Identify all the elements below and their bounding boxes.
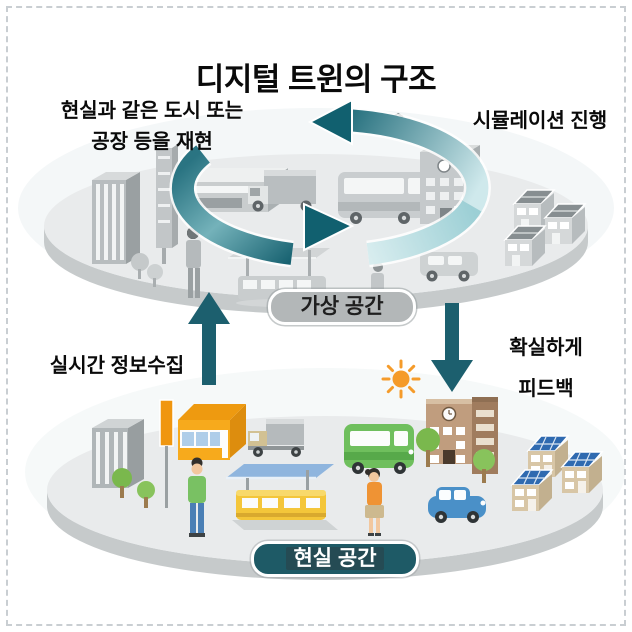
- solar-houses-icon: [510, 435, 604, 511]
- annotation-feedback-line2: 피드백: [518, 378, 574, 400]
- gray-van-icon: [420, 252, 478, 282]
- truck-icon: [248, 419, 304, 457]
- circulation-loop-icon: [169, 98, 491, 268]
- school-icon: [416, 397, 498, 483]
- sun-icon: [381, 359, 421, 399]
- tram-stop-icon: [226, 464, 338, 530]
- real-space-label-text: 현실 공간: [286, 547, 384, 570]
- annotation-recreate-city: 현실과 같은 도시 또는 공장 등을 재현: [18, 96, 286, 158]
- bus-icon: [344, 424, 414, 474]
- tower-icon: [92, 419, 155, 508]
- tree-icon: [416, 428, 440, 452]
- real-space-label: 현실 공간: [251, 541, 419, 577]
- woman-icon: [365, 468, 384, 536]
- page-title: 디지털 트윈의 구조: [195, 62, 437, 97]
- annotation-feedback: 확실하게 피드백: [468, 328, 624, 410]
- down-arrow-icon: [431, 303, 473, 392]
- gray-truck-icon: [248, 170, 316, 212]
- man-icon: [188, 457, 206, 537]
- gray-bus-icon: [338, 172, 430, 224]
- tree-icon: [473, 449, 495, 471]
- gray-solar-houses-icon: [503, 189, 587, 266]
- car-icon: [428, 487, 486, 523]
- annotation-realtime-collection: 실시간 정보수집: [49, 355, 185, 377]
- shop-icon: [159, 399, 246, 508]
- loop-arrowhead-middle: [303, 202, 355, 252]
- virtual-space-label: 가상 공간: [268, 289, 416, 325]
- up-arrow-icon: [188, 292, 230, 385]
- tree-icon: [112, 468, 132, 488]
- tree-icon: [137, 481, 155, 499]
- annotation-recreate-city-line2: 공장 등을 재현: [91, 131, 213, 153]
- loop-arrowhead-top: [307, 98, 353, 146]
- gray-tower-icon: [92, 172, 163, 287]
- annotation-simulation: 시뮬레이션 진행: [472, 110, 608, 132]
- annotation-feedback-line1: 확실하게: [509, 337, 583, 359]
- annotation-recreate-city-line1: 현실과 같은 도시 또는: [60, 100, 244, 122]
